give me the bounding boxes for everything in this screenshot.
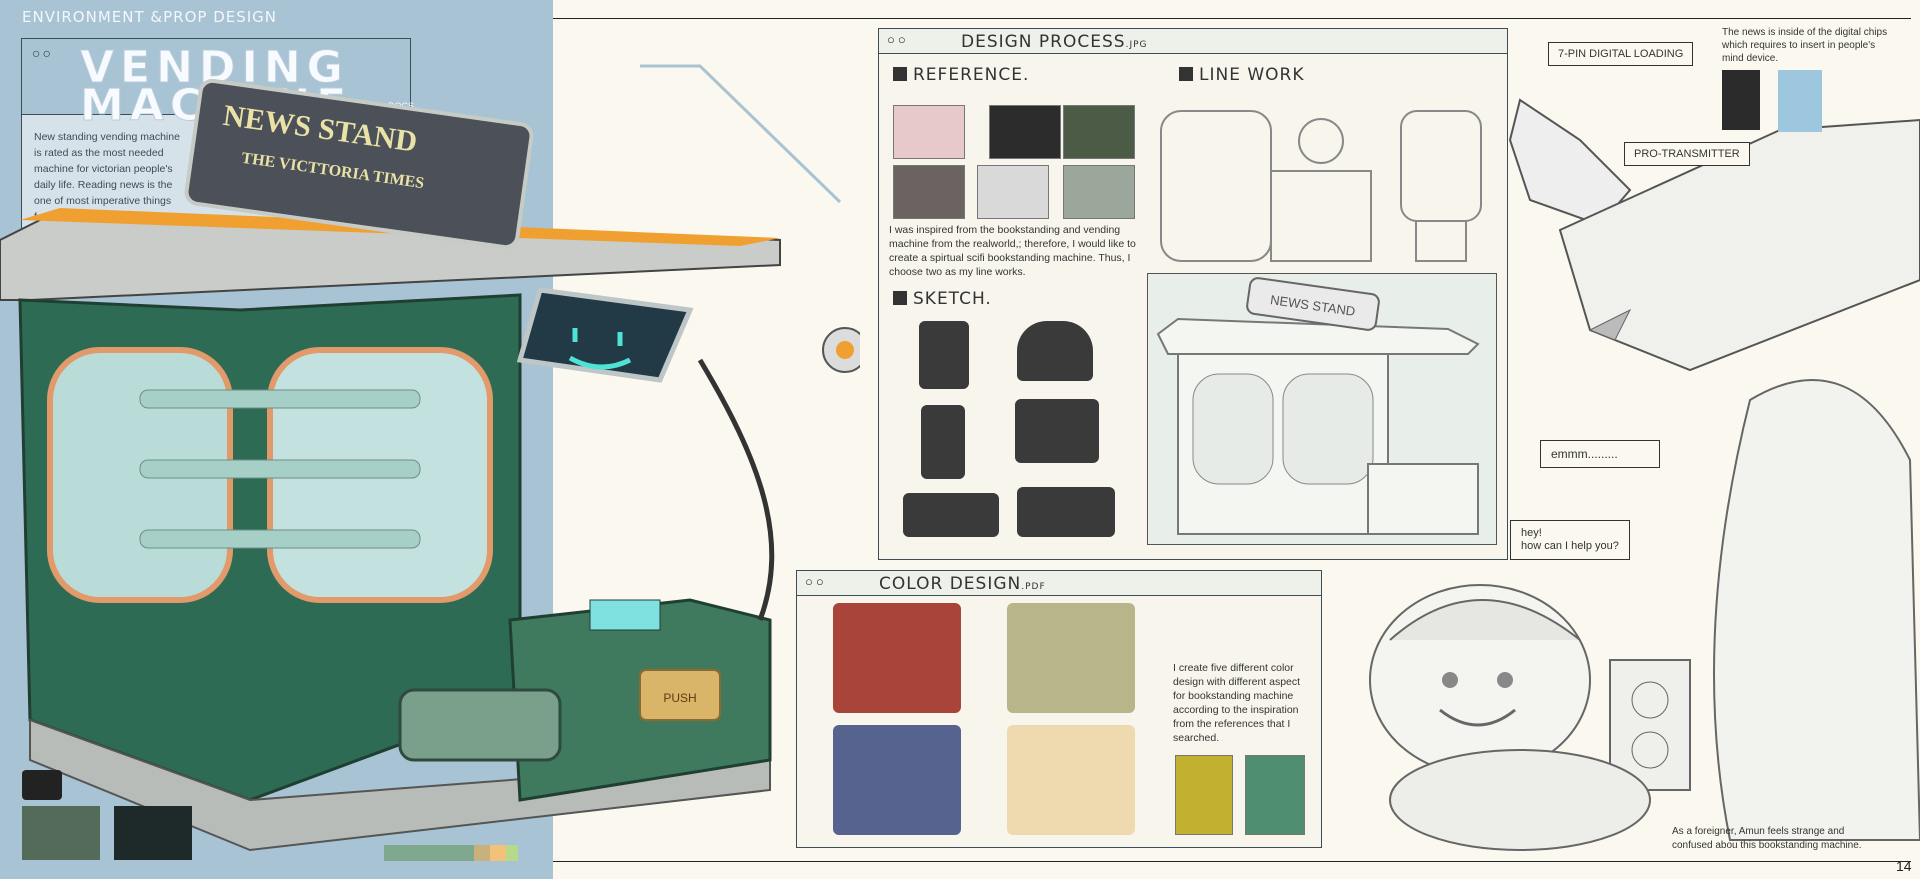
color-reference-image: [1245, 755, 1305, 835]
card-title-bar: ○○ DESIGN PROCESS.JPG: [879, 29, 1507, 54]
speaker-cone: [1631, 681, 1669, 719]
booth-base: [29, 718, 771, 852]
reference-thumb: [22, 770, 62, 800]
reference-heading: REFERENCE.: [893, 65, 1029, 85]
sketch-window: [1282, 373, 1374, 485]
callout-loading: 7-PIN DIGITAL LOADING: [1548, 42, 1694, 66]
reference-thumb: [22, 806, 100, 860]
sketch-preview-drawing: NEWS STAND: [1156, 277, 1480, 535]
speech-bubble-hey: hey! how can I help you?: [1510, 520, 1630, 560]
sketch-silhouette: [919, 321, 969, 389]
window-dots-icon: ○○: [805, 574, 827, 589]
color-variant-olive: [1007, 603, 1135, 713]
callout-transmitter: PRO-TRANSMITTER: [1624, 142, 1750, 166]
character-cap: [1389, 599, 1581, 641]
color-variant-cream: [1007, 725, 1135, 835]
section-title: ENVIRONMENT &PROP DESIGN: [22, 8, 278, 26]
card-title-text: COLOR DESIGN: [879, 574, 1022, 594]
intro-text: New standing vending machine is rated as…: [34, 131, 180, 223]
sketch-counter: [1367, 463, 1479, 535]
sketch-preview: NEWS STAND: [1147, 273, 1497, 545]
sketch-sign: [1246, 277, 1380, 331]
character-caption: As a foreigner, Amun feels strange and c…: [1672, 826, 1862, 851]
sketch-window: [1192, 373, 1274, 485]
square-bullet-icon: [893, 291, 907, 305]
inspiration-text: I was inspired from the bookstanding and…: [889, 224, 1136, 278]
reference-thumb: [114, 806, 192, 860]
linework-shape: [1298, 118, 1344, 164]
hose: [697, 358, 775, 621]
sketch-silhouette: [1017, 487, 1115, 537]
reference-image: [1063, 165, 1135, 219]
linework-shape: [1270, 170, 1372, 262]
reference-image: [893, 105, 965, 159]
sd-card-image: [1722, 70, 1760, 130]
palette-swatch: [384, 845, 474, 861]
card-title-text: DESIGN PROCESS: [961, 32, 1126, 52]
shelf: [139, 529, 421, 549]
speaker-cone: [1631, 731, 1669, 769]
reference-image: [893, 165, 965, 219]
sketch-silhouette: [1015, 399, 1099, 463]
card-title-ext: .PDF: [1021, 582, 1046, 592]
square-bullet-icon: [893, 67, 907, 81]
turntable-base: [1389, 749, 1651, 851]
smiley-icon: [568, 328, 632, 370]
reference-image: [989, 105, 1061, 159]
linework-shape: [1415, 220, 1467, 262]
arrow-icon: [1588, 308, 1632, 341]
page-number: 14: [1896, 858, 1912, 874]
person-figure: [1713, 379, 1920, 841]
linework-heading: LINE WORK: [1179, 65, 1305, 85]
face-display: [516, 287, 694, 383]
shelf: [139, 389, 421, 409]
color-variant-blue: [833, 725, 961, 835]
vending-machine-illustration: PUSH: [0, 64, 860, 852]
device-image: [1778, 70, 1822, 132]
sketch-heading: SKETCH.: [893, 289, 992, 309]
push-button: [639, 669, 721, 721]
character-smile: [1439, 708, 1516, 727]
speech-bubble-emmm: emmm.........: [1540, 440, 1660, 468]
card-title-ext: .JPG: [1125, 40, 1148, 50]
camera-lens-icon: [836, 341, 854, 359]
color-variant-red: [833, 603, 961, 713]
palette-swatch: [474, 845, 490, 861]
reference-image: [1063, 105, 1135, 159]
color-design-card: ○○ COLOR DESIGN.PDF I create five differ…: [796, 570, 1322, 848]
reference-image: [977, 165, 1049, 219]
linework-shape: [1160, 110, 1272, 262]
sketch-silhouette: [903, 493, 999, 537]
counter-screen: [589, 599, 661, 631]
bubble-line2: how can I help you?: [1521, 540, 1619, 552]
accent-line: [640, 64, 842, 204]
card-title: DESIGN PROCESS.JPG: [961, 32, 1148, 52]
design-process-card: ○○ DESIGN PROCESS.JPG REFERENCE. I was i…: [878, 28, 1508, 560]
sketch-silhouette: [1017, 321, 1093, 381]
square-bullet-icon: [1179, 67, 1193, 81]
card-title: COLOR DESIGN.PDF: [879, 574, 1046, 594]
sketch-silhouette: [921, 405, 965, 479]
reference-heading-text: REFERENCE.: [913, 65, 1030, 85]
character-eye: [1497, 672, 1513, 688]
palette-swatch: [506, 845, 518, 861]
color-reference-image: [1175, 755, 1233, 835]
window-dots-icon: ○○: [887, 32, 909, 47]
push-label: PUSH: [663, 691, 696, 705]
window-dots-icon: ○○: [32, 45, 53, 61]
bubble-line1: hey!: [1521, 527, 1542, 539]
character-eye: [1442, 672, 1458, 688]
sketch-heading-text: SKETCH.: [913, 289, 992, 309]
shelf: [139, 459, 421, 479]
page-frame: [553, 18, 1911, 862]
linework-drawing: [1160, 110, 1482, 262]
color-design-text: I create five different color design wit…: [1173, 662, 1301, 744]
chip-note-text: The news is inside of the digital chips …: [1722, 27, 1888, 64]
chip-slot: [398, 688, 562, 762]
sketch-roof: [1156, 317, 1480, 355]
linework-heading-text: LINE WORK: [1199, 65, 1305, 85]
character-illustration: [1369, 98, 1920, 851]
card-title-bar: ○○ COLOR DESIGN.PDF: [797, 571, 1321, 596]
palette-swatch: [490, 845, 506, 861]
